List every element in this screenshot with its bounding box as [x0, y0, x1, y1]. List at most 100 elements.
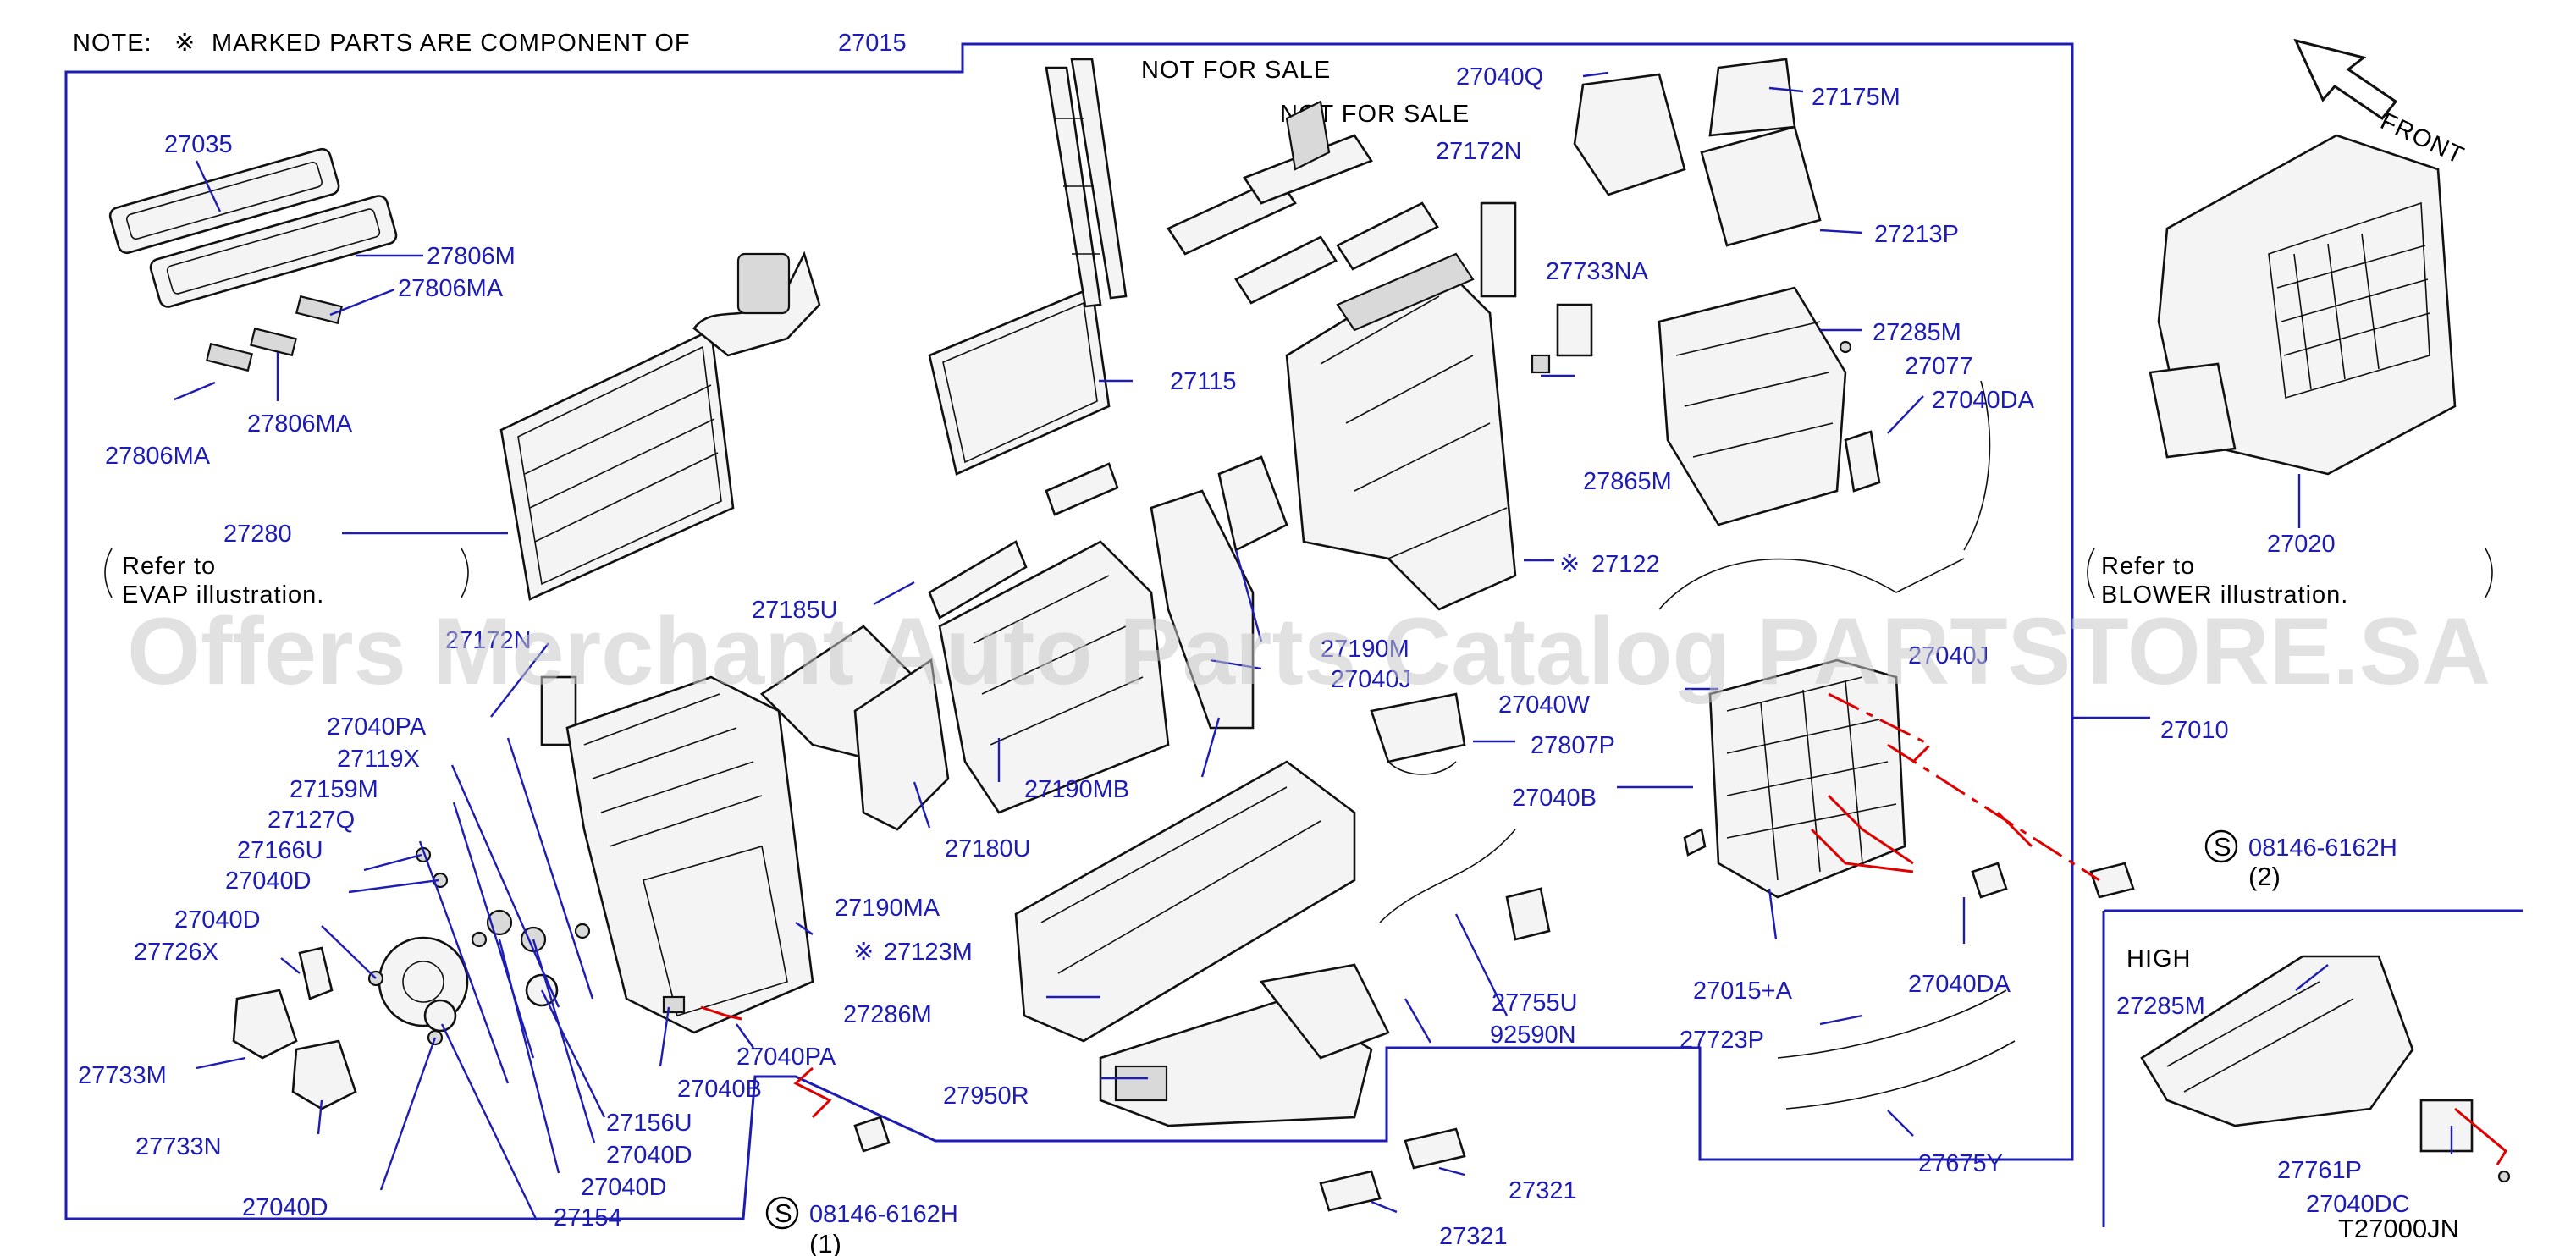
part-label-27156U[interactable]: 27156U: [606, 1110, 692, 1137]
part-label-27040DA-2[interactable]: 27040DA: [1908, 971, 2011, 998]
filter-pad-27172N-right: [1480, 201, 1517, 298]
refer-evap-line1: Refer to: [122, 553, 216, 580]
part-label-27040DC[interactable]: 27040DC: [2306, 1191, 2410, 1218]
part-label-27040-a[interactable]: 27040J: [1331, 666, 1411, 693]
part-label-92590N[interactable]: 92590N: [1490, 1022, 1576, 1049]
part-label-27806MA-2[interactable]: 27806MA: [105, 443, 211, 470]
part-label-27035[interactable]: 27035: [164, 131, 233, 158]
harness-27675Y-drawing: [1785, 1040, 2016, 1110]
part-label-27865M[interactable]: 27865M: [1583, 468, 1672, 495]
part-label-27321-2[interactable]: 27321: [1439, 1223, 1508, 1250]
refer-blower-note: Refer to BLOWER illustration.: [2087, 548, 2493, 609]
refer-evap-note: Refer to EVAP illustration.: [104, 548, 469, 609]
part-label-27040PA-2[interactable]: 27040PA: [736, 1044, 836, 1071]
part-label-27122-mark: ※: [1559, 551, 1580, 578]
part-label-27040D-2[interactable]: 27040D: [174, 906, 261, 934]
refer-blower-line2: BLOWER illustration.: [2101, 581, 2348, 609]
part-label-27123M[interactable]: 27123M: [884, 939, 973, 966]
part-label-27675Y[interactable]: 27675Y: [1918, 1150, 2003, 1177]
refer-blower-line1: Refer to: [2101, 553, 2195, 580]
part-label-27285M-high[interactable]: 27285M: [2116, 993, 2205, 1020]
case-27015A-drawing: [1683, 658, 1906, 899]
part-label-27280[interactable]: 27280: [223, 521, 292, 548]
part-label-27040B-1[interactable]: 27040B: [677, 1076, 762, 1103]
part-label-27190MA[interactable]: 27190MA: [835, 895, 940, 922]
part-label-27726X[interactable]: 27726X: [134, 939, 218, 966]
part-label-27040PA-1[interactable]: 27040PA: [327, 713, 427, 741]
part-label-27122[interactable]: 27122: [1591, 551, 1660, 578]
part-label-27285M[interactable]: 27285M: [1873, 319, 1961, 346]
part-label-27040W[interactable]: 27040W: [1498, 691, 1591, 719]
s-circle-icon: [2204, 829, 2238, 863]
part-label-27127Q[interactable]: 27127Q: [268, 807, 355, 834]
upper-housing-27122-drawing: [1285, 252, 1517, 611]
part-label-27190M[interactable]: 27190M: [1321, 636, 1409, 663]
part-label-27040Q[interactable]: 27040Q: [1456, 63, 1543, 91]
part-label-27166U[interactable]: 27166U: [237, 837, 323, 864]
part-label-27761P[interactable]: 27761P: [2277, 1157, 2362, 1184]
part-label-27733N[interactable]: 27733N: [135, 1133, 222, 1160]
part-label-27040D-3[interactable]: 27040D: [242, 1194, 328, 1221]
clip-27755U-drawing: [1505, 887, 1551, 941]
part-label-27020[interactable]: 27020: [2267, 531, 2336, 558]
part-label-27733M[interactable]: 27733M: [78, 1062, 167, 1089]
mid-components-drawing: [759, 455, 1288, 831]
part-label-27723P[interactable]: 27723P: [1680, 1027, 1764, 1054]
part-label-27123M-mark: ※: [853, 939, 874, 966]
evaporator-27280-drawing: [499, 251, 821, 601]
part-label-27040DA-1[interactable]: 27040DA: [1932, 387, 2035, 414]
part-label-27806MA-3[interactable]: 27806MA: [247, 410, 353, 438]
part-label-27175M[interactable]: 27175M: [1812, 84, 1900, 111]
bolt-1-part[interactable]: 08146-6162H: [809, 1201, 958, 1228]
part-label-27115[interactable]: 27115: [1170, 368, 1237, 395]
lower-case-27286M-drawing: [1014, 760, 1356, 1043]
not-for-sale-1: NOT FOR SALE: [1141, 57, 1331, 84]
part-label-27755U[interactable]: 27755U: [1492, 989, 1578, 1016]
diagram-code: T27000JN: [2338, 1214, 2459, 1243]
blower-27020-drawing: [2149, 134, 2457, 476]
diagram-frame: [64, 42, 2523, 1227]
part-label-27172N-left[interactable]: 27172N: [445, 627, 532, 654]
left-housing-drawing: [565, 675, 814, 1034]
bolt-callout-1[interactable]: S 08146-6162H (1): [765, 1196, 958, 1256]
part-illustrations: [108, 58, 2511, 1212]
part-label-27286M[interactable]: 27286M: [843, 1001, 932, 1028]
duct-27950R-drawing: [1099, 963, 1390, 1127]
part-label-27321-1[interactable]: 27321: [1509, 1177, 1577, 1204]
bolt-2-qty: (2): [2248, 862, 2281, 891]
bolt-2-part[interactable]: 08146-6162H: [2248, 835, 2397, 862]
refer-evap-line2: EVAP illustration.: [122, 581, 324, 609]
hose-92590N-drawing: [1379, 829, 1516, 923]
part-label-27180U[interactable]: 27180U: [945, 835, 1031, 862]
part-label-27159M[interactable]: 27159M: [290, 776, 378, 803]
part-label-27077[interactable]: 27077: [1905, 353, 1973, 380]
install-guide-lines: [700, 692, 2507, 1165]
part-label-27213P[interactable]: 27213P: [1874, 221, 1959, 248]
bolt-callout-2[interactable]: S 08146-6162H (2): [2204, 829, 2397, 891]
part-labels: 27035 27806M 27806MA 27806MA 27806MA 272…: [78, 63, 2410, 1250]
part-label-27172N-right[interactable]: 27172N: [1436, 138, 1522, 165]
part-label-27154[interactable]: 27154: [554, 1204, 622, 1231]
bolt-1-symbol: S: [775, 1198, 792, 1228]
part-label-27119X[interactable]: 27119X: [337, 746, 420, 773]
part-label-27806MA-1[interactable]: 27806MA: [398, 275, 504, 302]
part-label-27015A[interactable]: 27015+A: [1693, 978, 1793, 1005]
part-label-27190MB[interactable]: 27190MB: [1024, 776, 1129, 803]
part-label-27950R[interactable]: 27950R: [943, 1082, 1029, 1110]
note-text: MARKED PARTS ARE COMPONENT OF: [212, 30, 691, 57]
clip-27321-lower-drawing: [1319, 1170, 1382, 1212]
part-label-27040D-5[interactable]: 27040D: [606, 1142, 692, 1169]
part-label-27807P[interactable]: 27807P: [1531, 732, 1615, 759]
part-label-27040D-1[interactable]: 27040D: [225, 868, 312, 895]
part-label-27040D-4[interactable]: 27040D: [581, 1174, 667, 1201]
part-label-27040B-2[interactable]: 27040B: [1512, 785, 1597, 812]
note-part-link[interactable]: 27015: [838, 30, 907, 57]
part-label-27185U[interactable]: 27185U: [752, 597, 838, 624]
s-circle-icon: [765, 1196, 799, 1230]
part-label-27733NA[interactable]: 27733NA: [1546, 258, 1649, 285]
high-inset-drawing: [2140, 955, 2511, 1183]
part-label-27806M[interactable]: 27806M: [427, 243, 516, 270]
part-label-27040-b[interactable]: 27040J: [1908, 642, 1989, 669]
part-label-27010[interactable]: 27010: [2160, 717, 2229, 744]
